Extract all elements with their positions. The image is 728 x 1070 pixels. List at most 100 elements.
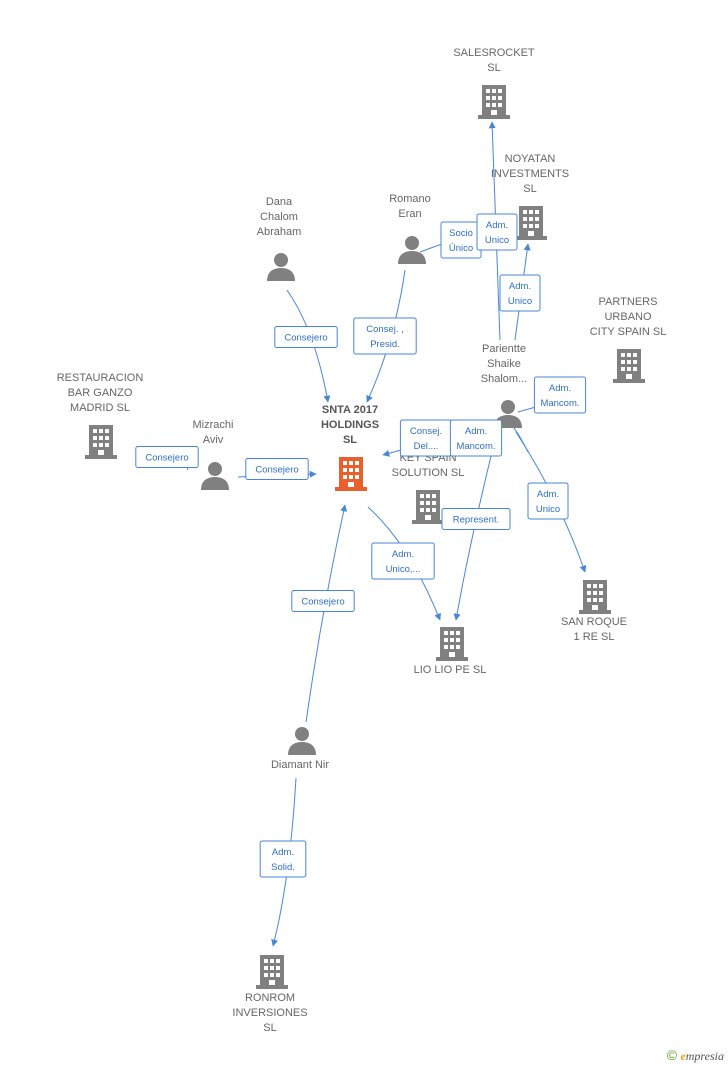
node-label: Romano [389,193,431,205]
building-icon[interactable] [256,955,288,989]
relation-label: Consejero [255,465,298,476]
relation-badge-box[interactable] [499,274,541,312]
relation-badge-box[interactable] [449,419,503,457]
relation-badge-box[interactable] [353,317,417,355]
node-label: SL [487,62,500,74]
node-label: BAR GANZO [68,387,133,399]
relation-label: Adm. [465,426,487,437]
relation-label: Unico [536,504,560,515]
node-label: SNTA 2017 [322,404,378,416]
node-salesrocket[interactable]: SALESROCKET SL [453,47,535,119]
node-label: SL [343,434,357,446]
node-label: Eran [398,208,421,220]
building-icon[interactable] [412,490,444,524]
node-label: URBANO [604,311,652,323]
building-icon[interactable] [515,206,547,240]
relation-label: Consejero [301,597,344,608]
building-icon[interactable] [85,425,117,459]
person-icon[interactable] [288,727,316,755]
relation-badge[interactable]: Consejero [245,458,309,480]
node-label: HOLDINGS [321,419,379,431]
relation-badge-box[interactable] [527,482,569,520]
node-label: SL [523,183,536,195]
brand-logo[interactable]: empresia [680,1049,724,1063]
node-label: LIO LIO PE SL [414,664,487,676]
node-label: Chalom [260,211,298,223]
node-label: Abraham [257,226,302,238]
node-label: 1 RE SL [574,631,615,643]
relation-label: Adm. [486,220,508,231]
relation-badge[interactable]: Consejero [135,446,199,468]
node-label: Shaike [487,358,521,370]
relation-label: Adm. [392,549,414,560]
edge-line [305,504,348,723]
relation-badge[interactable]: Consej. ,Presid. [353,317,417,355]
relation-badge[interactable]: Adm.Unico [527,482,569,520]
relation-label: Unico [485,235,509,246]
relation-badge-box[interactable] [476,213,518,251]
building-icon[interactable] [335,457,367,491]
node-label: NOYATAN [505,153,556,165]
building-icon[interactable] [478,85,510,119]
relation-badge-box[interactable] [291,590,355,612]
relation-badge[interactable]: Adm. Unico [476,213,518,251]
relation-badge-box[interactable] [533,376,587,414]
node-liolio[interactable]: LIO LIO PE SL [414,627,487,676]
relation-badge[interactable]: Consejero [291,590,355,612]
relation-badge-box[interactable] [274,326,338,348]
relation-label: Unico [508,296,532,307]
building-icon[interactable] [613,349,645,383]
person-icon[interactable] [201,462,229,490]
relation-badge[interactable]: Adm.Unico,... [371,542,435,580]
node-label: Aviv [203,434,224,446]
relation-badge-box[interactable] [371,542,435,580]
node-noyatan[interactable]: NOYATAN INVESTMENTS SL [491,153,569,240]
node-label: PARTNERS [599,296,658,308]
building-icon[interactable] [436,627,468,661]
node-diamant[interactable]: Diamant Nir [271,727,329,771]
relation-badge[interactable]: Represent. [441,508,511,530]
relation-label: Consejero [284,333,327,344]
relation-label: Consejero [145,453,188,464]
relation-badge-box[interactable] [245,458,309,480]
relation-label: Único [449,243,473,254]
relation-badge[interactable]: Adm.Solid. [259,840,307,878]
relation-label: Consej. , [366,324,404,335]
node-label: RESTAURACION [57,372,144,384]
node-label: SOLUTION SL [392,467,465,479]
relation-badge[interactable]: Consej.Del.... [399,419,453,457]
relation-badge[interactable]: Consejero [274,326,338,348]
node-parientte[interactable]: ParientteShaikeShalom... [481,343,527,428]
node-partners[interactable]: PARTNERS URBANO CITY SPAIN SL [590,296,667,383]
node-label: SL [263,1022,276,1034]
node-label: INVESTMENTS [491,168,569,180]
node-label: Shalom... [481,373,527,385]
edge-parientte-to-liolio [453,431,498,621]
relation-label: Solid. [271,862,295,873]
relation-label: Socio [449,228,473,239]
relation-label: Consej. [410,426,442,437]
person-icon[interactable] [398,236,426,264]
relation-badge[interactable]: Adm.Mancom. [449,419,503,457]
relation-badge-box[interactable] [135,446,199,468]
relation-badge-box[interactable] [441,508,511,530]
person-icon[interactable] [267,253,295,281]
relation-badge-box[interactable] [259,840,307,878]
node-label: MADRID SL [70,402,130,414]
node-restauracion[interactable]: RESTAURACION BAR GANZO MADRID SL [57,372,144,459]
relation-badge[interactable]: Adm.Mancom. [533,376,587,414]
relation-label: Adm. [549,383,571,394]
relation-badge[interactable]: Adm.Unico [499,274,541,312]
node-label: SALESROCKET [453,47,535,59]
building-icon[interactable] [579,580,611,614]
edge-diamant-to-snta [305,504,348,723]
node-label: CITY SPAIN SL [590,326,667,338]
